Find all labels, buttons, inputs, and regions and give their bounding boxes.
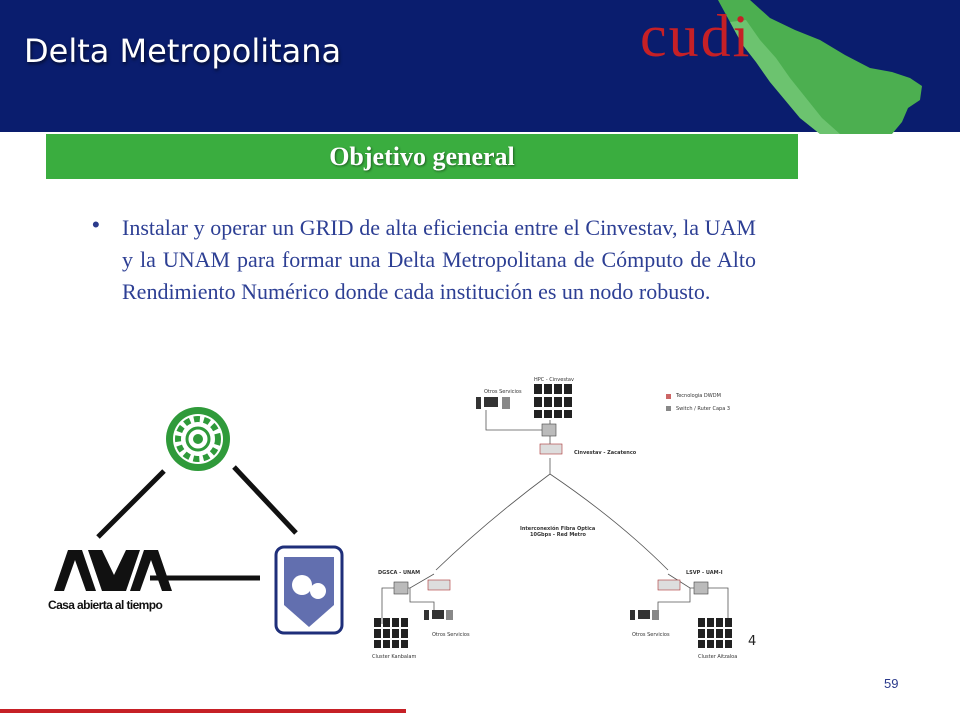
network-diagram xyxy=(374,384,732,648)
label-top-cluster: HPC - Cinvestav xyxy=(534,377,574,383)
label-left-cluster: Cluster Kanbalam xyxy=(372,654,417,660)
objective-heading: Objetivo general xyxy=(329,142,515,171)
uam-caption: Casa abierta al tiempo xyxy=(48,598,163,612)
switch-top xyxy=(541,423,557,437)
dwdm-left xyxy=(427,579,451,591)
link-line-right xyxy=(232,465,298,535)
link-line-left xyxy=(96,469,166,539)
uam-logo xyxy=(54,550,172,591)
page-number: 59 xyxy=(884,676,899,691)
legend-dwdm: Tecnologia DWDM xyxy=(676,393,721,399)
label-top-services: Otros Servicios xyxy=(484,389,522,395)
label-right-cluster: Cluster Aitzaloa xyxy=(698,654,738,660)
institution-triangle xyxy=(54,407,344,635)
objective-banner: Objetivo general xyxy=(46,134,798,179)
cinvestav-logo xyxy=(166,407,230,471)
header-bar: Delta Metropolitana cudi xyxy=(0,0,960,134)
switch-right xyxy=(693,581,709,595)
label-link-2: 10Gbps - Red Metro xyxy=(530,532,586,538)
footer-red-line xyxy=(0,709,406,713)
unam-shield-logo xyxy=(274,545,344,635)
label-right-node: LSVP - UAM-I xyxy=(686,570,723,576)
dwdm-right xyxy=(657,579,681,591)
dwdm-top xyxy=(539,443,563,455)
slide-title: Delta Metropolitana xyxy=(24,32,342,70)
label-right-services: Otros Servicios xyxy=(632,632,670,638)
cudi-logo-text: cudi xyxy=(640,3,752,69)
label-left-services: Otros Servicios xyxy=(432,632,470,638)
label-left-node: DGSCA - UNAM xyxy=(378,570,421,576)
label-top-node: Cinvestav - Zacatenco xyxy=(574,450,637,456)
legend-switch: Switch / Ruter Capa 3 xyxy=(676,406,731,412)
objective-text: Instalar y operar un GRID de alta eficie… xyxy=(122,215,756,304)
label-link-1: Interconexión Fibra Optica xyxy=(520,526,596,532)
switch-left xyxy=(393,581,409,595)
mexico-map-logo xyxy=(718,0,922,134)
bullet-marker: • xyxy=(92,212,100,237)
stray-number: 4 xyxy=(748,634,757,649)
